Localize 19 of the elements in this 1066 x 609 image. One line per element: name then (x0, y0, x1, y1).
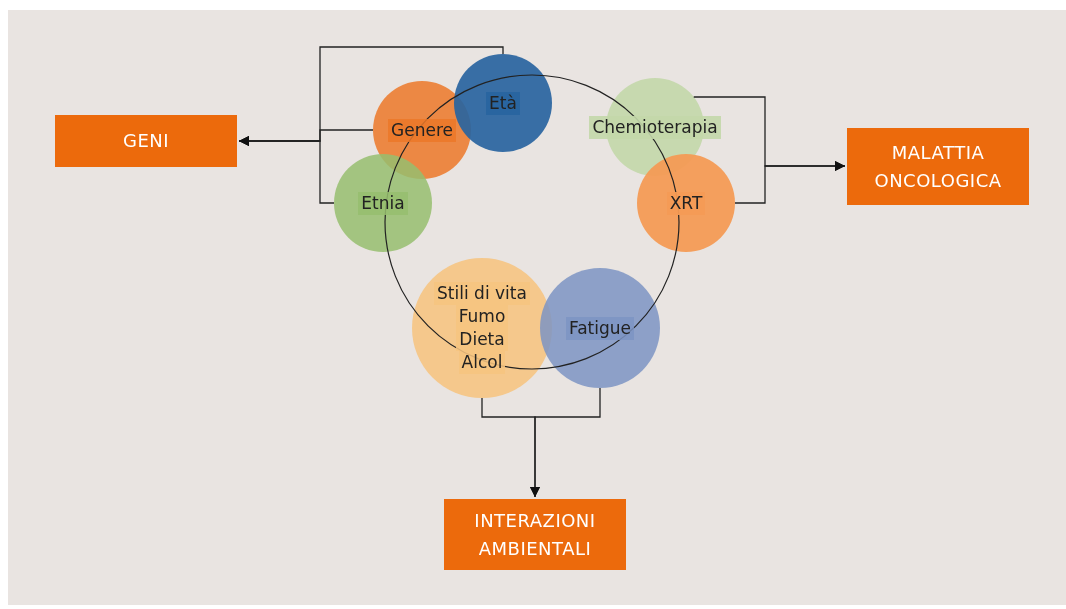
circle-label: Genere (388, 118, 456, 142)
circle-label: Dieta (456, 328, 508, 351)
category-box (55, 115, 237, 167)
category-box (847, 128, 1029, 205)
box-label: INTERAZIONI AMBIENTALI (473, 508, 597, 561)
circle-label: Alcol (458, 351, 506, 374)
arrow (529, 387, 601, 498)
circle-label: Età (486, 91, 520, 115)
circle-label: Fatigue (565, 316, 635, 340)
circle-label: Chemioterapia (589, 115, 721, 139)
arrow (734, 160, 846, 204)
circle-label: Fumo (455, 305, 509, 328)
circle-label: Etnia (358, 191, 408, 215)
box-label: MALATTIA ONCOLOGICA (873, 140, 1003, 193)
circle-label: Stili di vita (434, 282, 530, 305)
category-box (444, 499, 626, 570)
arrow (238, 135, 335, 204)
box-label: GENI (122, 129, 170, 153)
circle-label: XRT (666, 191, 706, 215)
